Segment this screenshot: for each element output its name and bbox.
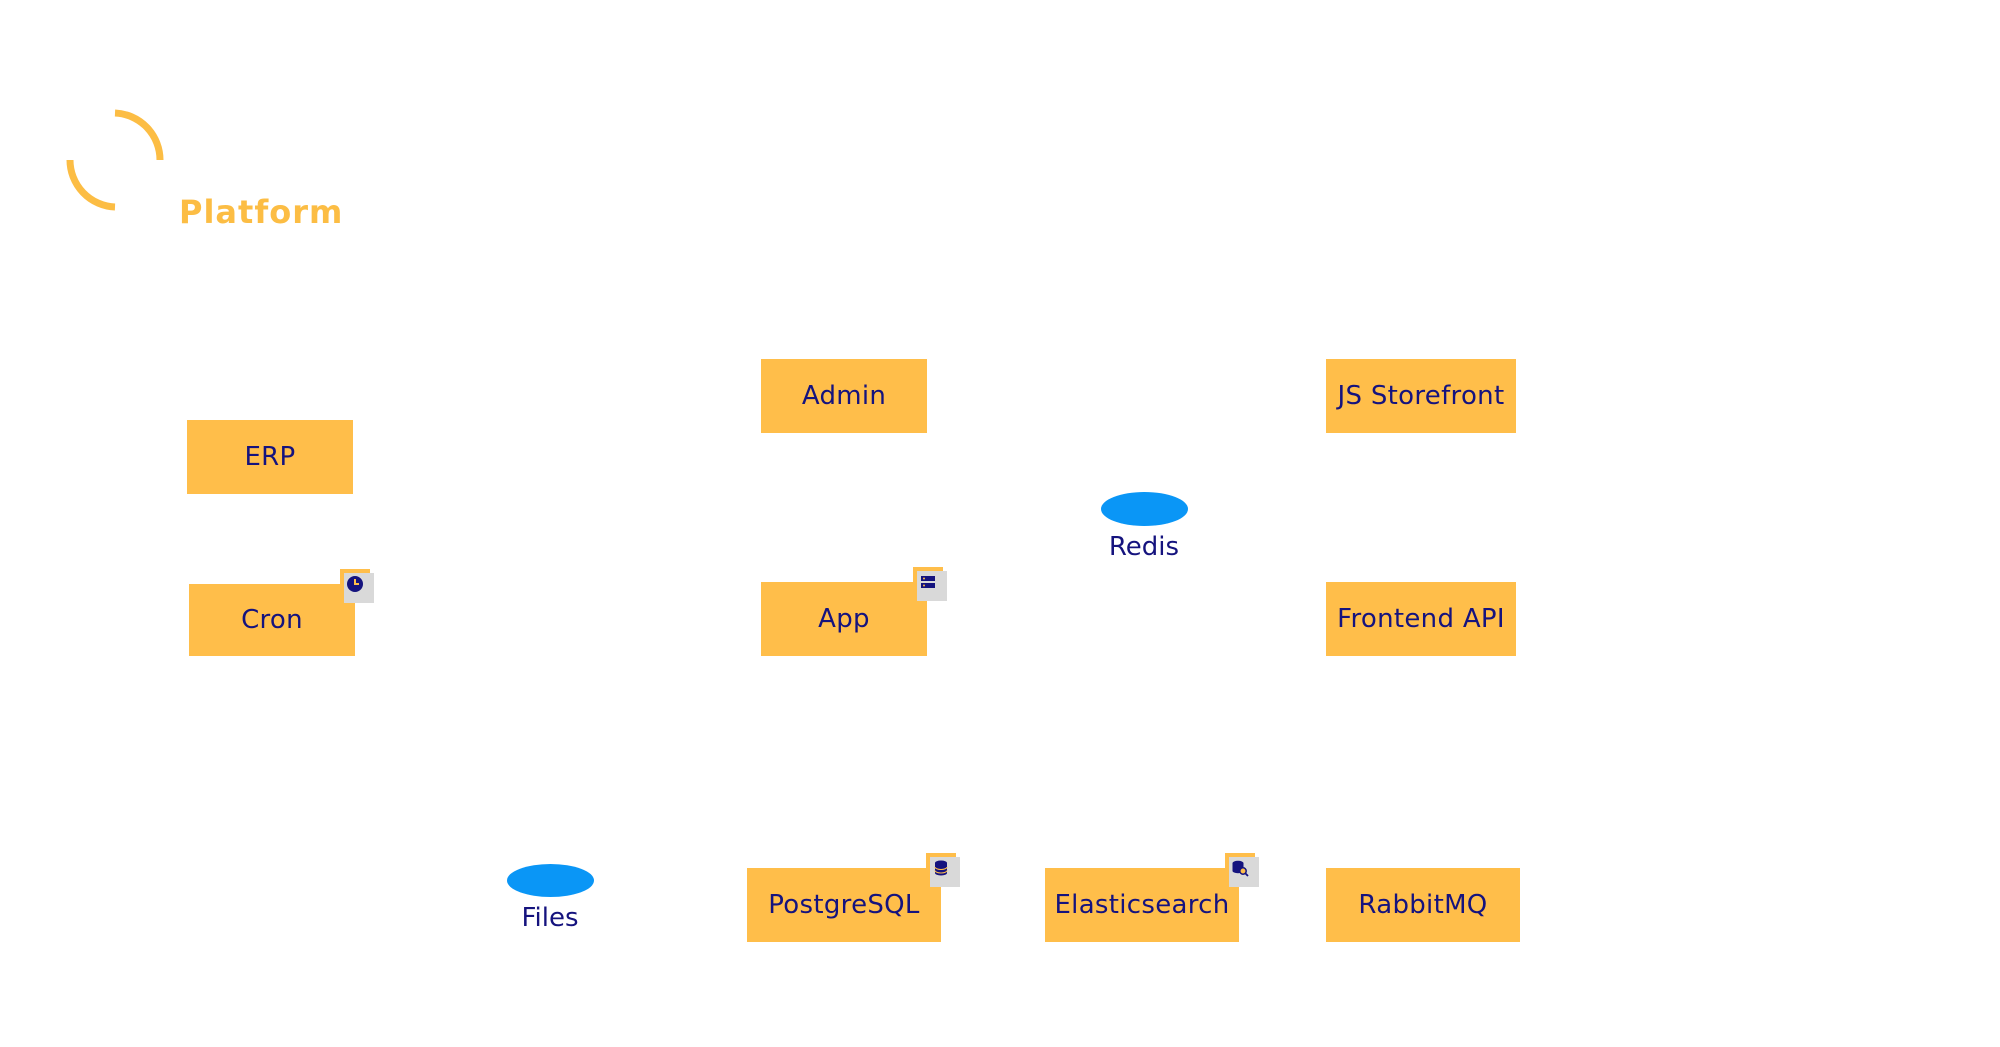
node-elasticsearch-label: Elasticsearch: [1054, 890, 1230, 920]
database-search-icon: [1232, 860, 1249, 877]
redis-label: Redis: [1108, 532, 1180, 562]
files-label: Files: [521, 903, 579, 933]
node-admin: Admin: [761, 359, 927, 433]
node-rabbitmq: RabbitMQ: [1316, 868, 1520, 952]
node-js-storefront: JS Storefront: [1316, 359, 1516, 443]
node-app-label: App: [818, 604, 870, 634]
postgresql-badge: [926, 853, 960, 887]
node-cron: Cron: [189, 584, 355, 656]
server-icon: [921, 576, 935, 588]
node-postgresql: PostgreSQL: [737, 868, 941, 952]
files-store: [507, 864, 594, 897]
database-icon: [934, 860, 948, 876]
platform-group-arc: [66, 109, 164, 211]
node-js-storefront-label: JS Storefront: [1337, 381, 1505, 411]
app-badge: [913, 567, 947, 601]
node-cron-label: Cron: [241, 605, 303, 635]
node-postgresql-label: PostgreSQL: [768, 890, 920, 920]
node-frontend-api-label: Frontend API: [1337, 604, 1505, 634]
node-elasticsearch: Elasticsearch: [1035, 868, 1239, 952]
clock-icon: [347, 576, 363, 592]
node-admin-label: Admin: [801, 381, 887, 411]
node-app: App: [751, 582, 927, 666]
group-title: Platform: [179, 193, 344, 231]
cron-badge: [340, 569, 374, 603]
node-frontend-api: Frontend API: [1316, 582, 1516, 666]
node-rabbitmq-label: RabbitMQ: [1358, 890, 1488, 920]
node-erp: ERP: [177, 420, 353, 504]
redis-store: [1101, 492, 1188, 526]
elasticsearch-badge: [1225, 853, 1259, 887]
node-erp-label: ERP: [244, 442, 296, 472]
